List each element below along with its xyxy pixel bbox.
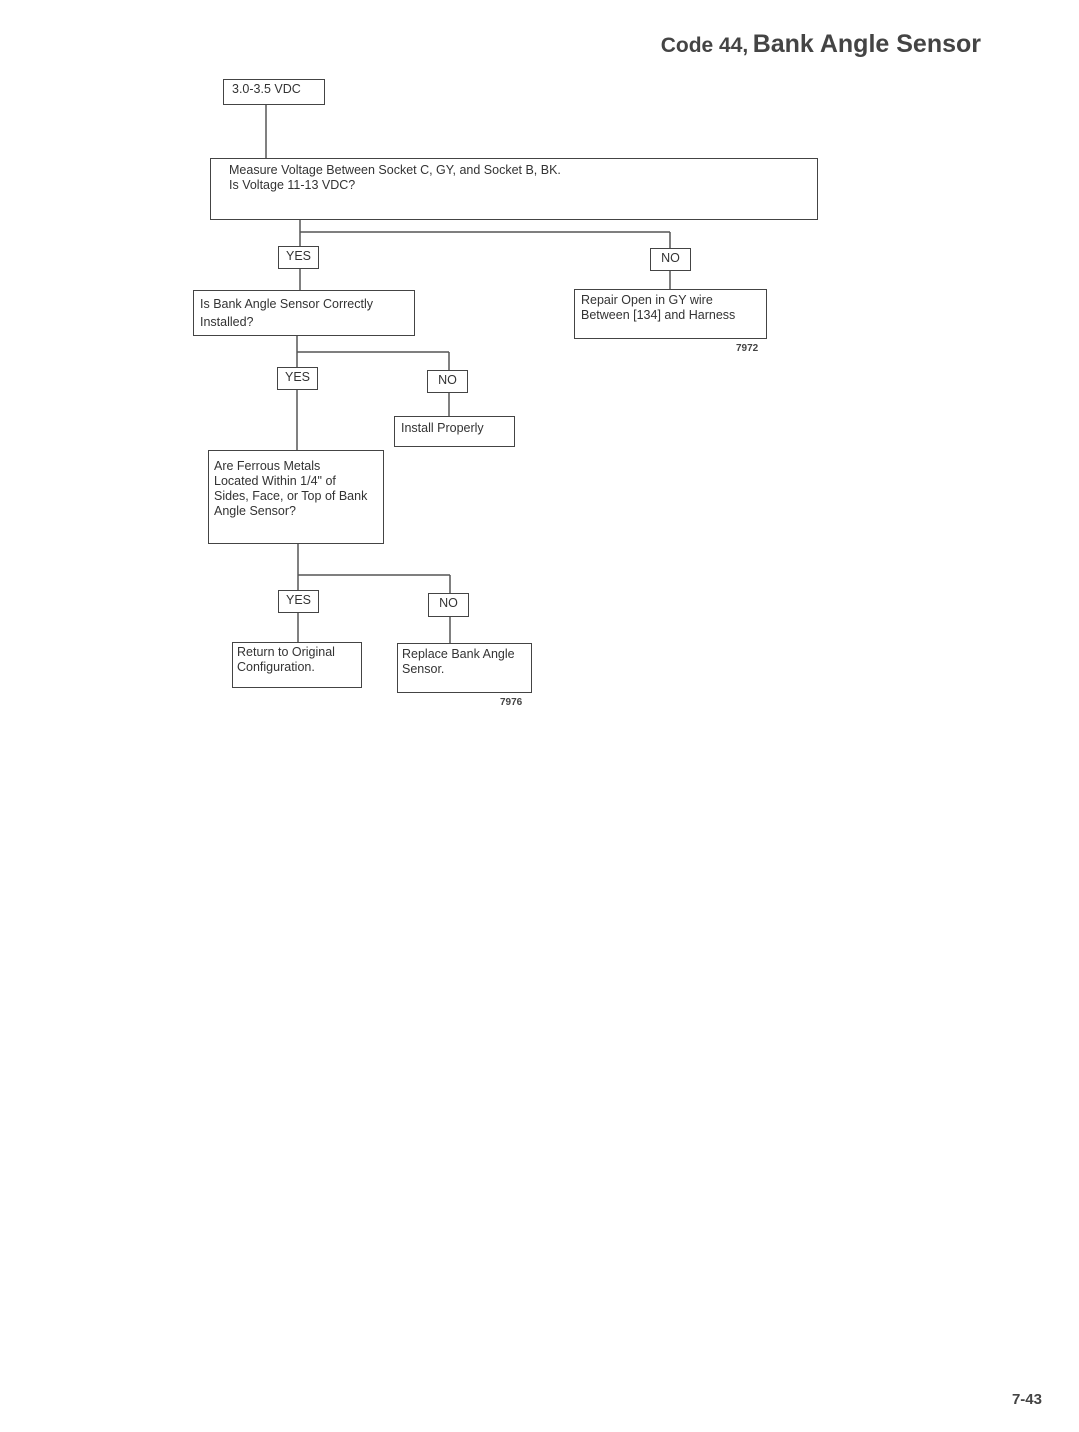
title-prefix: Code 44, (660, 34, 749, 57)
install-properly-box: Install Properly (394, 416, 515, 447)
step1-box: Measure Voltage Between Socket C, GY, an… (210, 158, 818, 220)
step3-no-label: NO (428, 593, 469, 617)
step2-yes-label: YES (277, 367, 318, 390)
step1-yes-label: YES (278, 246, 319, 269)
replace-sensor-box: Replace Bank Angle Sensor. (397, 643, 532, 693)
page-title: Code 44, Bank Angle Sensor (661, 30, 981, 59)
repair-open-box: Repair Open in GY wire Between [134] and… (574, 289, 767, 339)
step2-box: Is Bank Angle Sensor Correctly Installed… (193, 290, 415, 336)
step3-box: Are Ferrous Metals Located Within 1/4" o… (208, 450, 384, 544)
step1-no-label: NO (650, 248, 691, 271)
figure-number-2: 7976 (500, 697, 523, 708)
figure-number-1: 7972 (736, 343, 759, 354)
step2-no-label: NO (427, 370, 468, 393)
page-number: 7-43 (1011, 1391, 1042, 1408)
title-main: Bank Angle Sensor (752, 30, 981, 58)
step3-yes-label: YES (278, 590, 319, 613)
start-box: 3.0-3.5 VDC (223, 79, 325, 105)
return-config-box: Return to Original Configuration. (232, 642, 362, 688)
